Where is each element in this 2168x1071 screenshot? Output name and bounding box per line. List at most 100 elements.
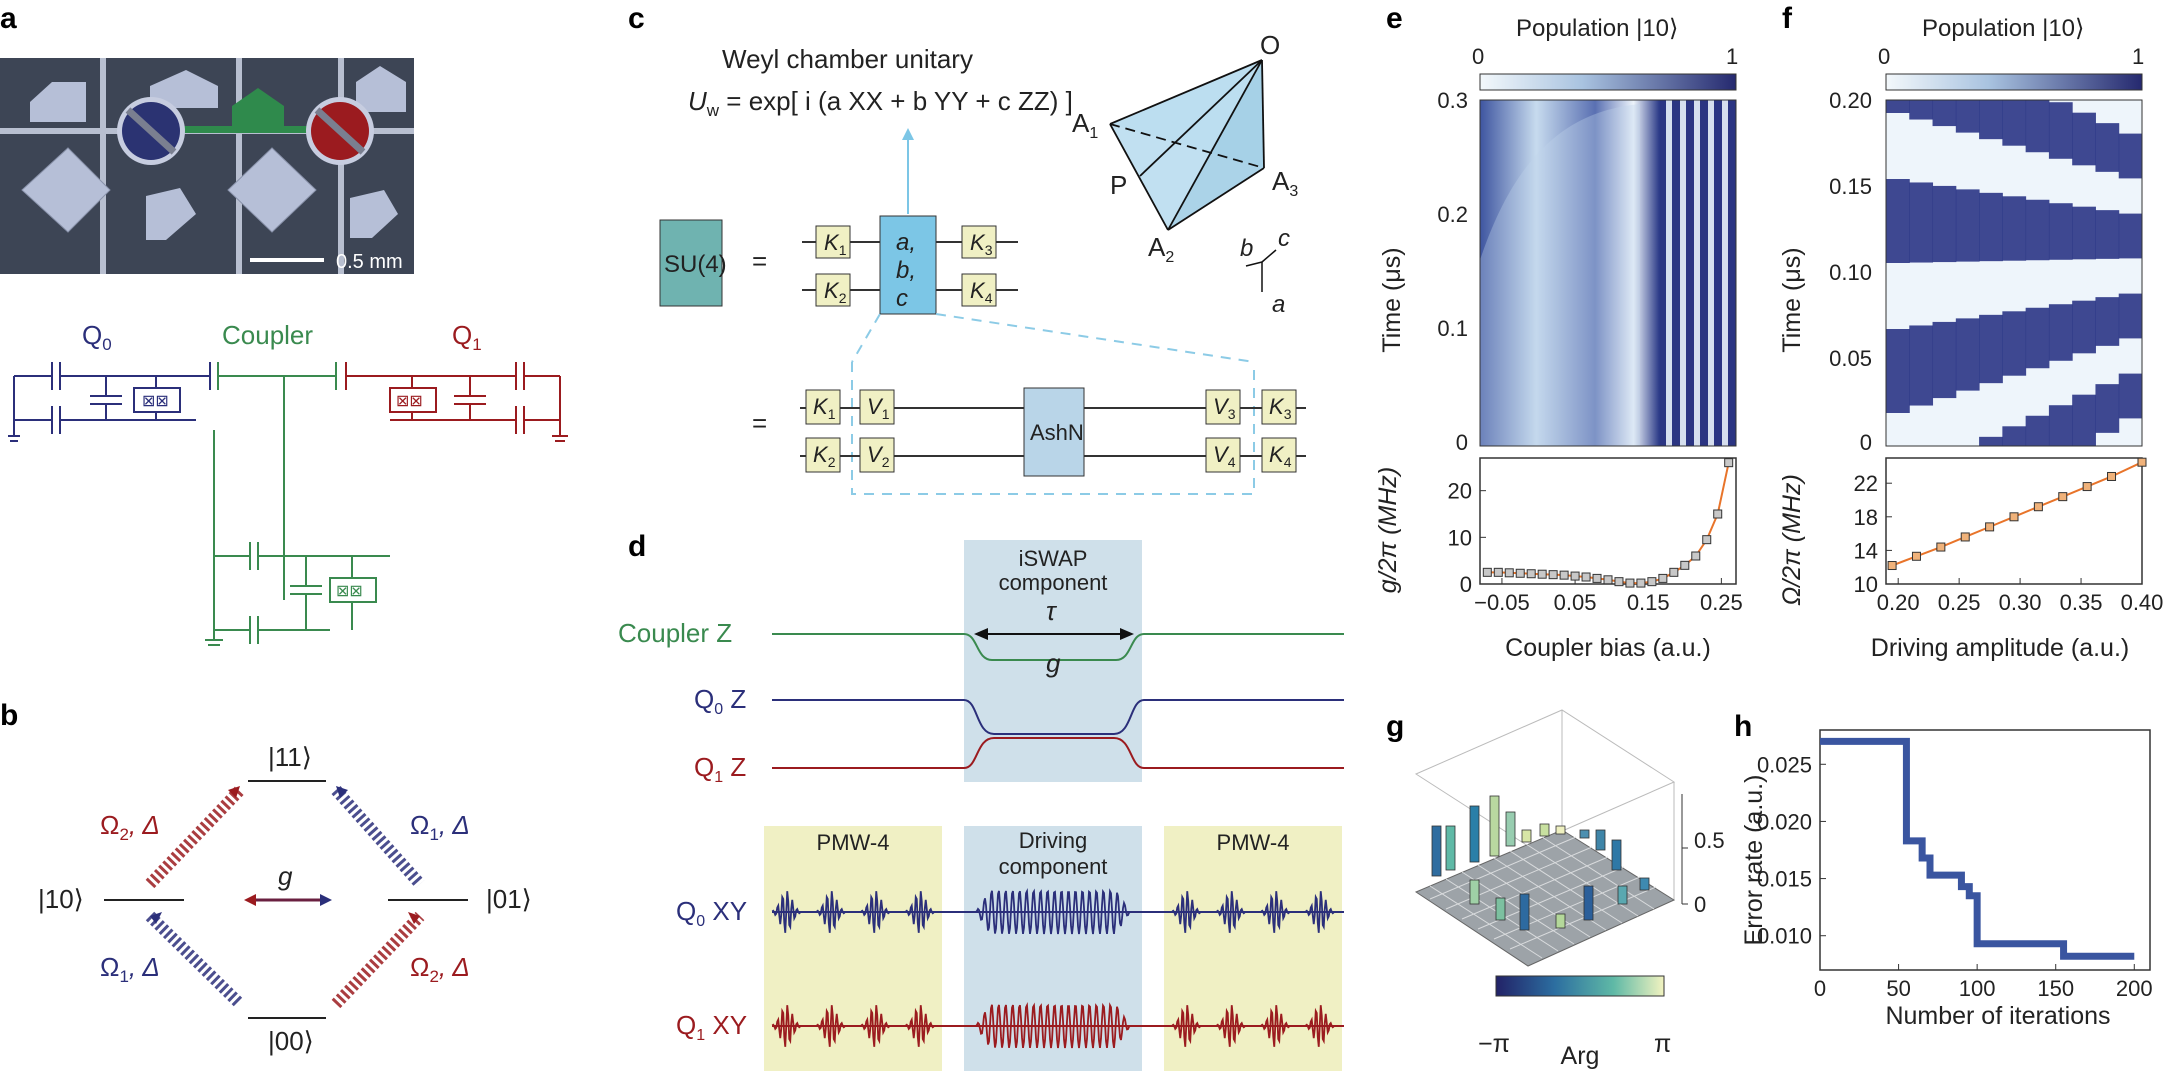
heat-band xyxy=(1979,314,2003,384)
row-q1-xy: Q1 XY xyxy=(676,1010,747,1044)
heat-band xyxy=(1932,100,1957,127)
e-heatmap xyxy=(1479,99,1737,447)
e-heat-ylabel: Time (μs) xyxy=(1378,247,1406,352)
x-tick-label: 0.05 xyxy=(1554,590,1597,615)
e-cbar-tick-1: 1 xyxy=(1726,44,1738,69)
x-tick-label: 0.25 xyxy=(1938,590,1981,615)
su4-label: SU(4) xyxy=(664,251,727,278)
weyl-tetrahedron xyxy=(1109,59,1277,292)
heat-band xyxy=(1979,192,2003,262)
y-tick-label: 0.015 xyxy=(1757,867,1812,892)
circuit-schematic: ⊠⊠ ⊠⊠ xyxy=(8,362,568,646)
axis-b: b xyxy=(1240,235,1253,262)
x-tick-label: 0.15 xyxy=(1627,590,1670,615)
y-tick-label: 18 xyxy=(1854,505,1878,530)
data-point xyxy=(1691,551,1701,561)
bar xyxy=(1595,829,1606,851)
heat-band xyxy=(2072,112,2096,166)
x-tick-label: −0.05 xyxy=(1474,590,1530,615)
data-point xyxy=(1548,570,1558,580)
data-point xyxy=(1658,573,1668,583)
gate-k1: K1 xyxy=(824,230,847,258)
x-tick-label: 0.35 xyxy=(2060,590,2103,615)
weyl-a2: A2 xyxy=(1148,232,1174,266)
g-bars xyxy=(1431,795,1650,931)
g-ztick-1: 0 xyxy=(1694,892,1706,917)
heat-band xyxy=(2025,100,2050,153)
e-heat-ytick: 0.2 xyxy=(1437,202,1468,227)
drive-lower-left: Ω1, Δ xyxy=(100,952,160,986)
weyl-title: Weyl chamber unitary xyxy=(722,44,973,74)
data-point xyxy=(1887,561,1897,571)
weyl-a3: A3 xyxy=(1272,166,1298,200)
heat-band xyxy=(2095,210,2120,259)
g-colorbar xyxy=(1495,975,1665,997)
data-point xyxy=(1647,577,1657,587)
axis-a: a xyxy=(1272,291,1285,318)
heat-band xyxy=(1909,325,1934,406)
heat-band xyxy=(2002,426,2027,446)
driving-title: Driving xyxy=(1019,828,1087,853)
drive-waveform xyxy=(975,1001,1131,1049)
bar xyxy=(1519,893,1530,931)
data-point xyxy=(1960,532,1970,542)
chip-micrograph xyxy=(0,58,414,274)
f-cbar-tick-1: 1 xyxy=(2132,44,2144,69)
drive-upper-right: Ω1, Δ xyxy=(410,810,470,844)
x-tick-label: 0 xyxy=(1814,976,1826,1001)
e-heat-ytick: 0.1 xyxy=(1437,316,1468,341)
drive-waveform xyxy=(975,887,1131,935)
heat-band xyxy=(2095,123,2120,172)
heat-band xyxy=(1932,321,1957,399)
x-tick-label: 0.30 xyxy=(1999,590,2042,615)
heat-band xyxy=(1886,179,1910,263)
data-point xyxy=(1603,575,1613,585)
x-tick-label: 200 xyxy=(2116,976,2153,1001)
q0-label: Q0 xyxy=(82,320,112,354)
data-point xyxy=(1614,577,1624,587)
heat-band xyxy=(2002,196,2027,261)
f-heat-ytick: 0.20 xyxy=(1829,88,1872,113)
data-point xyxy=(1581,572,1591,582)
g-colorbar-label: Arg xyxy=(1561,1042,1600,1070)
heat-band xyxy=(1955,318,1980,391)
row-coupler-z: Coupler Z xyxy=(618,618,732,648)
coupler-label: Coupler xyxy=(222,320,313,350)
driving-component: component xyxy=(999,854,1108,879)
heat-band xyxy=(1955,100,1980,133)
x-tick-label: 100 xyxy=(1959,976,1996,1001)
heat-band xyxy=(1955,189,1980,262)
data-point xyxy=(1537,569,1547,579)
y-tick-label: 0.025 xyxy=(1757,752,1812,777)
plot-frame xyxy=(1885,457,2143,585)
pmw-left: PMW-4 xyxy=(817,830,890,855)
gate-k1-b: K1 xyxy=(813,394,836,422)
series-line xyxy=(1487,462,1730,585)
drive-upper-left: Ω2, Δ xyxy=(100,810,160,844)
level-diagram xyxy=(104,780,468,1019)
heat-band xyxy=(1979,436,2003,446)
bar xyxy=(1555,825,1566,835)
f-heatmap xyxy=(1885,99,2143,447)
bar xyxy=(1521,829,1532,843)
equals-1: = xyxy=(752,246,767,276)
pulse-packet xyxy=(771,1005,935,1047)
g-3d-bars xyxy=(1414,709,1688,967)
heat-band xyxy=(1886,329,1910,413)
f-heat-ytick: 0.10 xyxy=(1829,260,1872,285)
data-point xyxy=(1911,551,1921,561)
bar xyxy=(1489,795,1500,857)
data-point xyxy=(1936,542,1946,552)
data-point xyxy=(1680,560,1690,570)
e-xlabel: Coupler bias (a.u.) xyxy=(1505,634,1711,662)
iswap-title: iSWAP xyxy=(1019,546,1088,571)
bar xyxy=(1639,877,1650,891)
bar xyxy=(1469,879,1480,905)
heat-frame xyxy=(1885,99,2143,447)
data-point xyxy=(1636,578,1646,588)
y-tick-label: 14 xyxy=(1854,538,1878,563)
heat-band xyxy=(2048,405,2073,446)
h-xlabel: Number of iterations xyxy=(1885,1002,2110,1030)
